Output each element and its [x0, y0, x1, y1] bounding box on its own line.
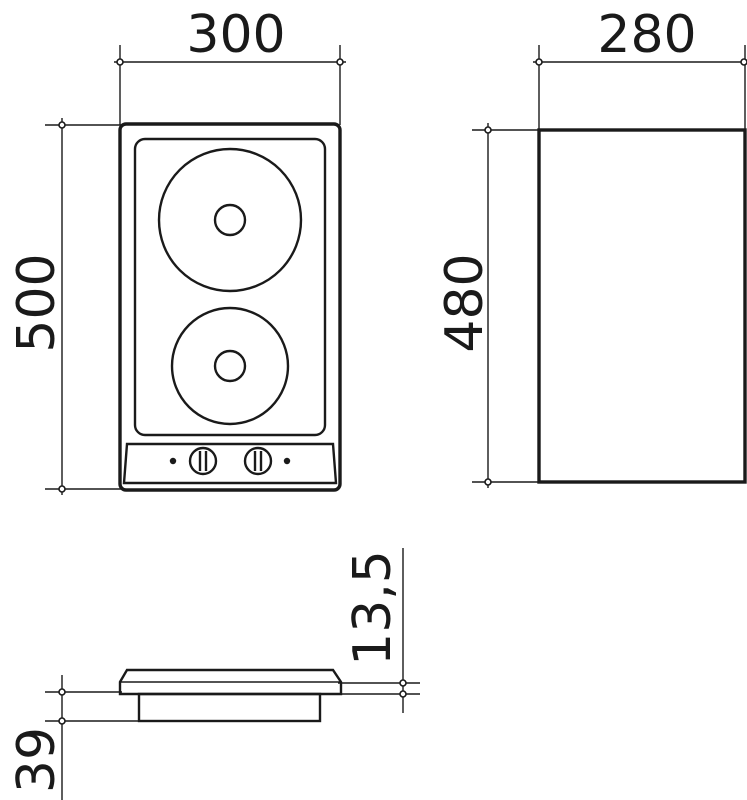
hob-side-view	[118, 668, 343, 723]
cutout-tick-top	[484, 126, 492, 134]
cutout-outline	[537, 128, 747, 484]
height-label: 500	[7, 253, 67, 352]
width-dimension: 300	[114, 5, 346, 125]
width-tick-left	[116, 58, 124, 66]
thickness-tick-bottom	[399, 690, 407, 698]
hob-body	[137, 692, 322, 723]
thickness-tick-top	[399, 679, 407, 687]
height-tick-bottom	[58, 485, 66, 493]
cutout-depth-label: 480	[435, 253, 495, 352]
depth-label: 280	[597, 5, 696, 65]
height-dimension: 500	[7, 118, 122, 495]
hob-cooking-surface	[133, 137, 327, 437]
depth-tick-right	[740, 58, 747, 66]
thickness-dimension: 13,5	[338, 548, 420, 713]
depth-dimension: 280	[533, 5, 747, 130]
small-hotplate	[170, 306, 290, 426]
depth-tick-left	[535, 58, 543, 66]
width-tick-right	[336, 58, 344, 66]
control-knob-left	[188, 446, 218, 476]
hob-outer-frame	[118, 122, 342, 492]
height-tick-top	[58, 121, 66, 129]
hob-top-view	[118, 122, 342, 492]
control-knob-right	[243, 446, 273, 476]
built-in-tick-top	[58, 688, 66, 696]
large-hotplate	[157, 147, 303, 293]
control-panel	[122, 442, 338, 485]
cutout-tick-bottom	[484, 478, 492, 486]
large-hotplate-center	[213, 203, 247, 237]
cutout-depth-dimension: 480	[435, 123, 747, 488]
small-hotplate-center	[213, 349, 247, 383]
built-in-depth-label: 39	[7, 727, 67, 793]
indicator-light-right	[283, 457, 291, 465]
built-in-tick-bottom	[58, 717, 66, 725]
built-in-depth-dimension: 39	[7, 675, 141, 800]
thickness-label: 13,5	[343, 550, 403, 666]
indicator-light-left	[169, 457, 177, 465]
width-label: 300	[186, 5, 285, 65]
